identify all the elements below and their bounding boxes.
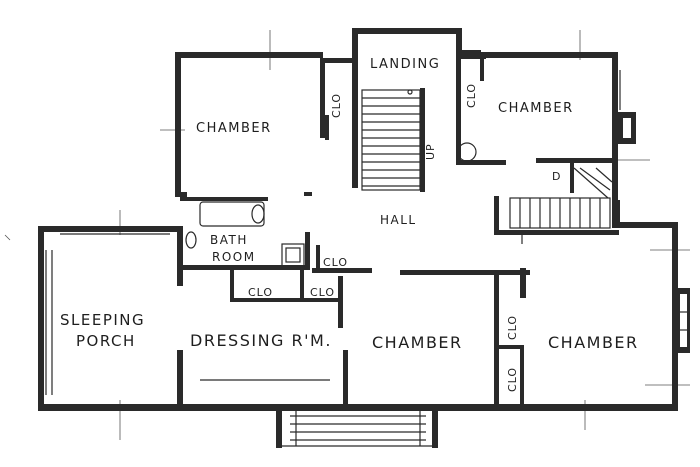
- back-stair: D: [509, 167, 613, 244]
- sleeping-porch-label-2: PORCH: [76, 332, 136, 350]
- front-steps: [276, 406, 438, 448]
- interior-walls: [180, 55, 619, 406]
- sleeping-porch-label-1: SLEEPING: [60, 311, 145, 329]
- clo-se-1-label: CLO: [506, 315, 519, 340]
- chamber-ne-label: CHAMBER: [498, 101, 574, 116]
- windows: [45, 29, 621, 395]
- room-labels: LANDING CHAMBER CHAMBER HALL BATH ROOM S…: [60, 57, 639, 352]
- stair-down-mark: D: [552, 170, 561, 183]
- chamber-se-label: CHAMBER: [548, 333, 639, 352]
- main-stair: UP: [361, 88, 437, 192]
- landing-label: LANDING: [370, 57, 440, 72]
- clo-se-2-label: CLO: [506, 367, 519, 392]
- clo-nw-label: CLO: [330, 93, 343, 118]
- clo-dressing-2-label: CLO: [310, 286, 335, 299]
- clo-dressing-1-label: CLO: [248, 286, 273, 299]
- clo-ne-label: CLO: [465, 83, 478, 108]
- dressing-room-label: DRESSING R'M.: [190, 331, 332, 350]
- stair-up-mark: UP: [424, 143, 437, 160]
- chamber-s-label: CHAMBER: [372, 333, 463, 352]
- chamber-nw-label: CHAMBER: [196, 121, 272, 136]
- fixtures: [185, 142, 477, 267]
- bath-room-label-1: BATH: [210, 233, 248, 247]
- exterior-walls: [38, 28, 690, 411]
- clo-hall-label: CLO: [323, 256, 348, 269]
- hall-label: HALL: [380, 213, 417, 227]
- bath-room-label-2: ROOM: [212, 250, 256, 264]
- closet-labels: CLO CLO CLO CLO CLO CLO CLO: [248, 83, 519, 392]
